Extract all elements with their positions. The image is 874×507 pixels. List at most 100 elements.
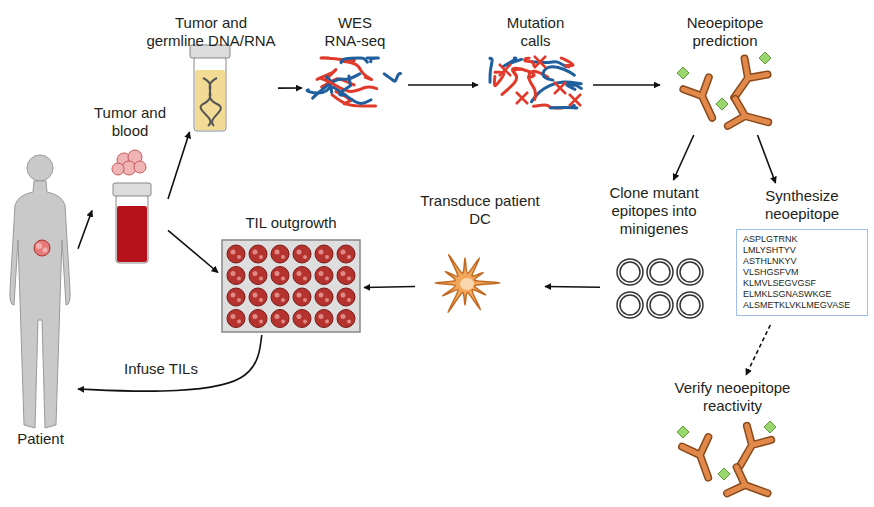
dna-tube (195, 70, 225, 130)
til-plate (315, 310, 333, 328)
antibodies-verify (677, 426, 689, 438)
til-plate (227, 310, 245, 328)
til-plate (222, 240, 360, 332)
til-plate (297, 293, 302, 298)
flow-arrow (78, 211, 92, 249)
til-plate (337, 267, 355, 285)
mutation-reads (554, 82, 566, 94)
flow-arrow (408, 84, 478, 86)
til-plate (315, 245, 333, 263)
sequence-reads (340, 76, 351, 95)
peptide-step: Synthesize neoepitopeASPLGTRNKLMLYSHTYVA… (736, 183, 868, 325)
tumor-sample (134, 161, 146, 173)
til-plate (227, 245, 245, 263)
patient-figure (34, 240, 50, 256)
til-plate (325, 298, 329, 302)
peptide-sequence: LMLYSHTYV (743, 245, 861, 256)
til-plate (259, 255, 263, 259)
sequence-reads (341, 61, 372, 79)
minigene-plasmids (617, 259, 703, 318)
flow-arrow (746, 325, 770, 375)
blood-tube (113, 183, 151, 196)
dna-tube (190, 45, 230, 131)
til-plate (297, 314, 302, 319)
minigene-plasmids (677, 259, 703, 285)
til-plate (319, 314, 324, 319)
patient-figure (36, 243, 42, 249)
til-plate (281, 320, 285, 324)
mutation-reads (534, 56, 546, 68)
til-plate (275, 271, 280, 276)
step-label: Synthesize neoepitope (755, 187, 850, 223)
til-plate (271, 288, 289, 306)
til-plate (231, 314, 236, 319)
minigene-plasmids (617, 292, 643, 318)
til-plate (303, 320, 307, 324)
minigene-plasmids (647, 292, 673, 318)
til-plate (315, 288, 333, 306)
til-plate (237, 320, 241, 324)
flow-arrow (758, 135, 776, 183)
flow-arrow (364, 286, 415, 289)
sequence-reads (384, 74, 400, 82)
antibodies-verify (682, 437, 721, 482)
antibodies-prediction (723, 59, 768, 106)
dendritic-cell (435, 254, 500, 312)
til-plate (231, 293, 236, 298)
antibodies-prediction (716, 98, 728, 110)
peptide-sequence: ASTHLNKYV (743, 256, 861, 267)
dendritic-cell (460, 278, 474, 290)
til-plate (303, 255, 307, 259)
process-step: Neoepitope prediction (660, 10, 790, 135)
antibodies-prediction (728, 99, 772, 136)
til-plate (253, 293, 258, 298)
step-label: Transduce patient DC (416, 192, 544, 228)
til-plate (237, 298, 241, 302)
minigene-plasmids (620, 262, 640, 282)
mutation-reads (561, 58, 573, 67)
til-plate (259, 320, 263, 324)
minigene-plasmids (650, 295, 670, 315)
til-plate (341, 250, 346, 255)
antibodies-verify (764, 421, 776, 433)
tumor-sample (112, 150, 146, 175)
sequence-reads (307, 58, 400, 106)
til-plate (231, 271, 236, 276)
til-plate (293, 288, 311, 306)
sequence-reads (307, 77, 331, 93)
til-plate (297, 271, 302, 276)
patient-figure (10, 155, 70, 428)
mutation-reads (525, 58, 534, 66)
blood-tube (116, 195, 148, 263)
antibodies-prediction (677, 67, 689, 79)
antibodies-verify (718, 468, 730, 480)
til-plate (271, 267, 289, 285)
til-plate (237, 277, 241, 281)
minigene-plasmids (647, 259, 673, 285)
flow-arrow (673, 135, 693, 180)
flow-arrow (593, 84, 660, 86)
minigene-plasmids (680, 295, 700, 315)
til-plate (249, 310, 267, 328)
til-plate (325, 255, 329, 259)
til-plate (303, 298, 307, 302)
process-step: Verify neoepitope reactivity (665, 375, 800, 503)
step-label: Tumor and blood (93, 104, 167, 140)
patient-figure (43, 248, 48, 253)
step-label: Clone mutant epitopes into minigenes (602, 184, 706, 238)
minigene-plasmids (620, 295, 640, 315)
patient-figure (10, 181, 70, 428)
til-plate (293, 245, 311, 263)
til-plate (293, 310, 311, 328)
step-label: TIL outgrowth (245, 214, 336, 232)
step-label: Patient (17, 430, 64, 448)
mutation-reads (490, 56, 581, 108)
til-plate (249, 245, 267, 263)
dna-tube (194, 57, 226, 131)
process-step: Mutation calls (478, 10, 593, 110)
peptide-sequence: ELMKLSGNASWKGE (743, 289, 861, 300)
flow-arrow (78, 335, 262, 391)
antibodies-verify (677, 421, 776, 506)
step-label: Neoepitope prediction (675, 14, 775, 50)
til-plate (281, 255, 285, 259)
